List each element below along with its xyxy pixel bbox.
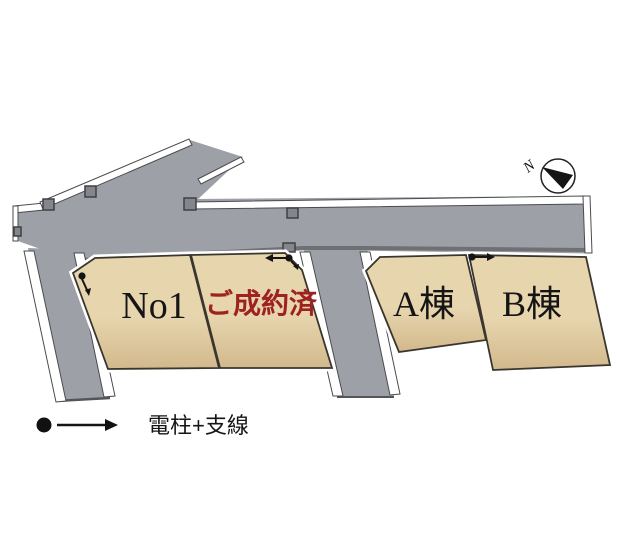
plot-label-a-tou: A棟	[393, 284, 455, 324]
edge-strip-branch-lower	[197, 156, 245, 185]
plot-label-sold: ご成約済	[205, 287, 318, 320]
legend: 電柱+支線	[36, 413, 249, 438]
compass-needle-icon	[542, 167, 573, 189]
edge-strip-branch-upper	[39, 138, 193, 210]
road-main	[15, 196, 589, 263]
catch-basin-icon	[42, 198, 55, 211]
legend-pole-icon	[36, 417, 118, 433]
catch-basin-icon	[286, 207, 299, 219]
catch-basin-icon	[282, 242, 296, 253]
catch-basins	[13, 185, 299, 253]
catch-basin-icon	[84, 185, 97, 198]
catch-basin-icon	[183, 197, 197, 211]
compass-n-label: N	[520, 157, 539, 177]
north-arrow: N	[520, 157, 576, 194]
plot-label-no1: No1	[121, 285, 186, 327]
plot-a-tou	[364, 254, 488, 353]
pole-guywire-icon	[78, 272, 91, 296]
plots: No1 ご成約済 A棟 B棟	[68, 249, 615, 374]
plot-b-tou	[467, 254, 612, 371]
plot-label-b-tou: B棟	[502, 284, 562, 324]
edge-strip-right-end	[582, 195, 593, 254]
plot-sold	[189, 252, 334, 369]
edge-strip-leftroad-west	[23, 250, 67, 403]
pole-guywire-icon	[468, 253, 495, 261]
pole-guywire-icon	[265, 254, 299, 270]
road-left-diagonal	[28, 248, 110, 401]
utility-pole-symbols	[78, 253, 495, 296]
legend-text: 電柱+支線	[148, 413, 249, 438]
plot-no1	[71, 254, 221, 370]
catch-basin-icon	[13, 226, 22, 237]
